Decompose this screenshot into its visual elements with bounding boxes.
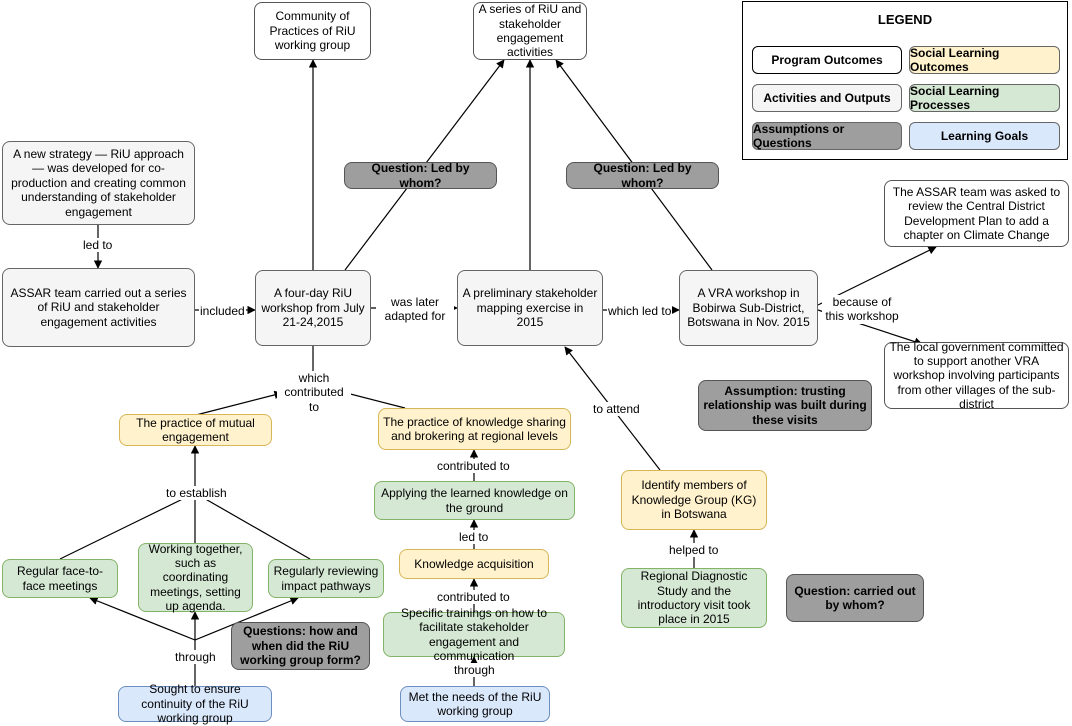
node-questions-how-when: Questions: how and when did the RiU work… — [231, 622, 370, 670]
node-practice-mutual: The practice of mutual engagement — [119, 414, 272, 446]
label-which-led-to: which led to — [607, 304, 673, 319]
node-regularly-reviewing: Regularly reviewing impact pathways — [268, 559, 384, 598]
legend: LEGEND Program Outcomes Social Learning … — [742, 1, 1068, 160]
node-regular-meetings: Regular face-to-face meetings — [2, 559, 118, 598]
legend-social-learning-processes: Social Learning Processes — [909, 84, 1060, 112]
node-series-activities: A series of RiU and stakeholder engageme… — [473, 2, 587, 60]
label-helped-to: helped to — [668, 543, 720, 558]
node-applying-knowledge: Applying the learned knowledge on the gr… — [374, 481, 575, 520]
edge-reviewing-to-establish — [194, 492, 311, 560]
label-included: included — [199, 304, 246, 319]
node-working-together: Working together, such as coordinating m… — [138, 542, 253, 613]
node-new-strategy: A new strategy — RiU approach — was deve… — [2, 141, 195, 225]
edge-meetings-to-establish — [59, 492, 196, 560]
node-assumption-trust: Assumption: trusting relationship was bu… — [698, 380, 872, 431]
legend-social-learning-outcomes: Social Learning Outcomes — [909, 46, 1060, 74]
node-specific-trainings: Specific trainings on how to facilitate … — [383, 606, 565, 663]
label-led-to-2: led to — [458, 530, 490, 545]
node-met-needs: Met the needs of the RiU working group — [400, 686, 550, 722]
legend-activities-outputs: Activities and Outputs — [752, 84, 902, 112]
label-contributed-to-2: contributed to — [436, 590, 511, 605]
label-led-to-1: led to — [82, 238, 114, 253]
label-through-2: through — [174, 650, 217, 665]
node-local-government: The local government committed to suppor… — [884, 340, 1069, 411]
node-assar-series: ASSAR team carried out a series of RiU a… — [2, 268, 195, 347]
node-practice-knowledge: The practice of knowledge sharing and br… — [378, 408, 571, 450]
label-to-establish: to establish — [165, 486, 228, 501]
node-question-led-by-whom-2: Question: Led by whom? — [566, 161, 719, 190]
node-sought-continuity: Sought to ensure continuity of the RiU w… — [118, 682, 272, 725]
label-which-contributed-to: which contributed to — [277, 371, 351, 415]
node-identify-kg: Identify members of Knowledge Group (KG)… — [621, 470, 767, 530]
legend-assumptions-questions: Assumptions or Questions — [752, 122, 902, 150]
legend-title: LEGEND — [877, 12, 933, 27]
node-regional-study: Regional Diagnostic Study and the introd… — [621, 568, 767, 628]
edge-through-to-reviewing — [194, 596, 299, 641]
node-community-of-practices: Community of Practices of RiU working gr… — [254, 2, 371, 60]
label-contributed-to-1: contributed to — [436, 459, 511, 474]
node-assar-review: The ASSAR team was asked to review the C… — [884, 180, 1069, 247]
label-was-later-adapted-for: was later adapted for — [376, 295, 454, 324]
legend-learning-goals: Learning Goals — [909, 122, 1060, 150]
node-knowledge-acquisition: Knowledge acquisition — [399, 549, 549, 579]
legend-program-outcomes: Program Outcomes — [752, 46, 902, 74]
label-through-1: through — [453, 663, 496, 678]
label-because-of-this-workshop: because of this workshop — [822, 295, 902, 324]
node-four-day-workshop: A four-day RiU workshop from July 21-24,… — [255, 270, 371, 346]
edge-mutual-to-contrib — [195, 390, 283, 416]
node-question-carried: Question: carried out by whom? — [786, 574, 924, 622]
node-mapping-exercise: A preliminary stakeholder mapping exerci… — [457, 270, 603, 346]
label-to-attend: to attend — [592, 402, 641, 417]
edge-through-to-meetings — [89, 596, 196, 641]
node-question-led-by-whom-1: Question: Led by whom? — [344, 161, 497, 190]
node-vra-workshop: A VRA workshop in Bobirwa Sub-District, … — [679, 270, 818, 346]
